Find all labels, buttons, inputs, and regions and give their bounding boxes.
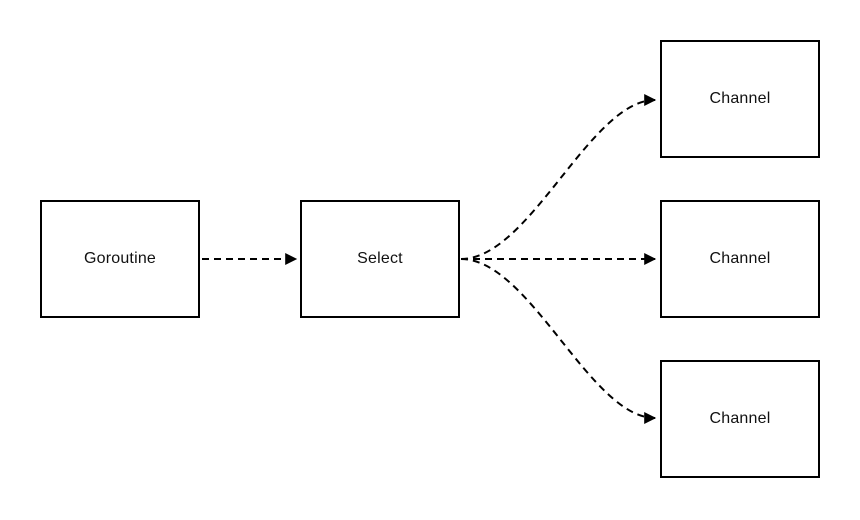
edge-select-to-channel-1 xyxy=(460,94,657,260)
node-channel-3: Channel xyxy=(660,360,820,478)
node-channel-3-label: Channel xyxy=(709,410,771,427)
node-channel-1-label: Channel xyxy=(709,90,771,107)
node-goroutine-label: Goroutine xyxy=(83,250,157,267)
node-goroutine: Goroutine xyxy=(40,200,200,318)
node-channel-2: Channel xyxy=(660,200,820,318)
node-select-label: Select xyxy=(357,250,403,267)
node-channel-1: Channel xyxy=(660,40,820,158)
node-channel-2-label: Channel xyxy=(709,250,771,267)
edge-select-to-channel-3 xyxy=(460,258,657,424)
node-select: Select xyxy=(300,200,460,318)
